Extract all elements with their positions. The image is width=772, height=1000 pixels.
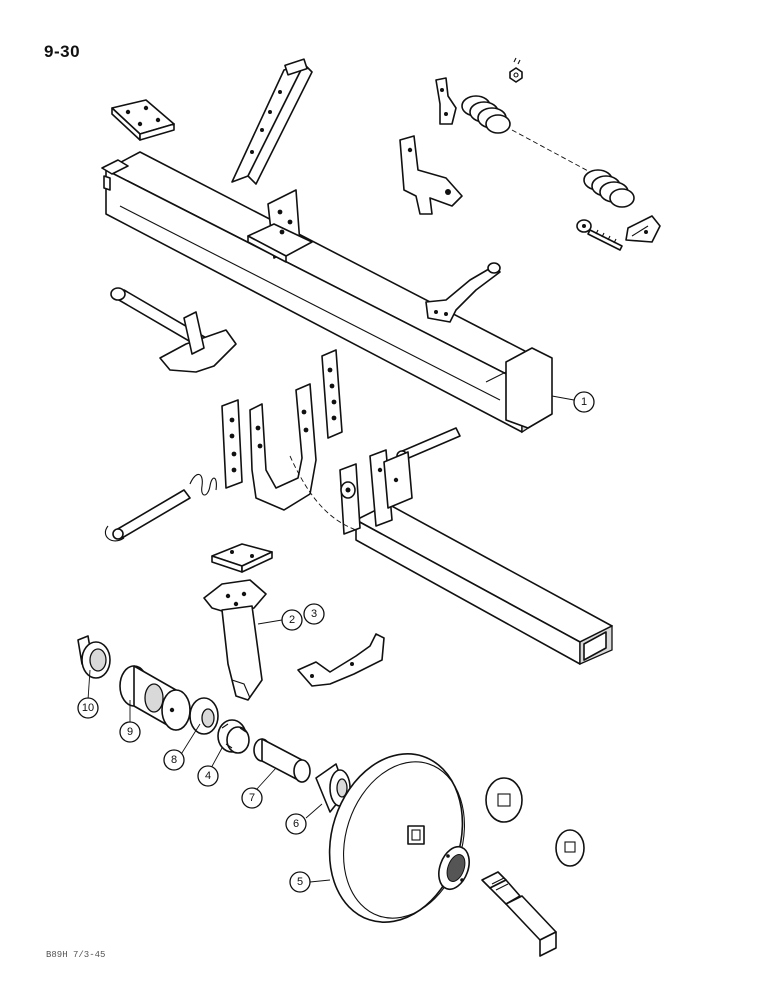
clamp-plate-lower: [211, 543, 273, 573]
main-beam: [101, 151, 553, 434]
callout-8-label: 8: [171, 754, 177, 766]
callout-5-label: 5: [297, 876, 303, 888]
disc-blade: [328, 753, 465, 923]
coil-spring-lower: [583, 169, 635, 208]
bearing-cap: [77, 635, 111, 679]
callout-4-label: 4: [205, 770, 211, 782]
callout-2-label: 2: [289, 614, 295, 626]
spacer-tube: [253, 738, 311, 783]
shank-yoke: [249, 383, 317, 511]
strap-bar: [231, 58, 313, 185]
callout-9-label: 9: [127, 726, 133, 738]
bearing-cone: [189, 697, 219, 735]
shank-beam: [339, 449, 613, 665]
callout-6: 6: [285, 813, 307, 835]
callout-8: 8: [163, 749, 185, 771]
spring-centerline: [511, 129, 591, 173]
callout-10: 10: [77, 697, 99, 719]
beam-arm-bracket: [425, 262, 501, 323]
hub-bracket: [203, 579, 267, 701]
beam-mount-bracket: [247, 189, 313, 263]
hook-bracket-small: [435, 77, 457, 125]
torsion-spring: [189, 473, 217, 496]
pivot-handle-shaft: [110, 287, 237, 373]
hook-bracket-large: [399, 135, 463, 215]
callout-7: 7: [241, 787, 263, 809]
callout-10-label: 10: [82, 702, 94, 714]
coil-spring-upper: [461, 95, 511, 134]
shank-plate-right: [321, 349, 343, 439]
eye-bolt: [576, 219, 623, 251]
assembly-line-a: [289, 455, 357, 531]
callout-1: 1: [573, 391, 595, 413]
shank-plate-left: [221, 399, 243, 489]
pivot-pin: [104, 489, 191, 542]
disc-washer-large: [485, 777, 523, 823]
callout-4: 4: [197, 765, 219, 787]
callout-2: 2: [281, 609, 303, 631]
spring-cap: [625, 215, 661, 243]
callout-6-label: 6: [293, 818, 299, 830]
bearing-spool: [119, 665, 191, 731]
callout-9: 9: [119, 721, 141, 743]
square-axle: [481, 871, 557, 957]
bearing-cage: [217, 719, 250, 754]
hub-flange: [438, 845, 470, 891]
page-number: 9-30: [44, 42, 81, 61]
callout-1-label: 1: [581, 396, 587, 408]
clamp-plate-top: [111, 99, 175, 141]
callout-5: 5: [289, 871, 311, 893]
drawing-code: B89H 7/3-45: [46, 950, 106, 960]
disc-cap-small: [555, 829, 585, 867]
callout-3: 3: [303, 603, 325, 625]
callout-3-label: 3: [311, 608, 317, 620]
hex-nut: [509, 57, 523, 83]
callout-7-label: 7: [249, 792, 255, 804]
scraper-bracket: [297, 633, 385, 687]
